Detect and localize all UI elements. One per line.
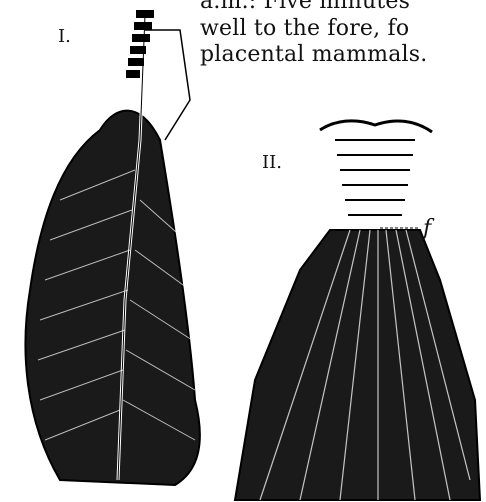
figure-1-illustration [25, 10, 199, 485]
figure-2-illustration [235, 121, 480, 500]
